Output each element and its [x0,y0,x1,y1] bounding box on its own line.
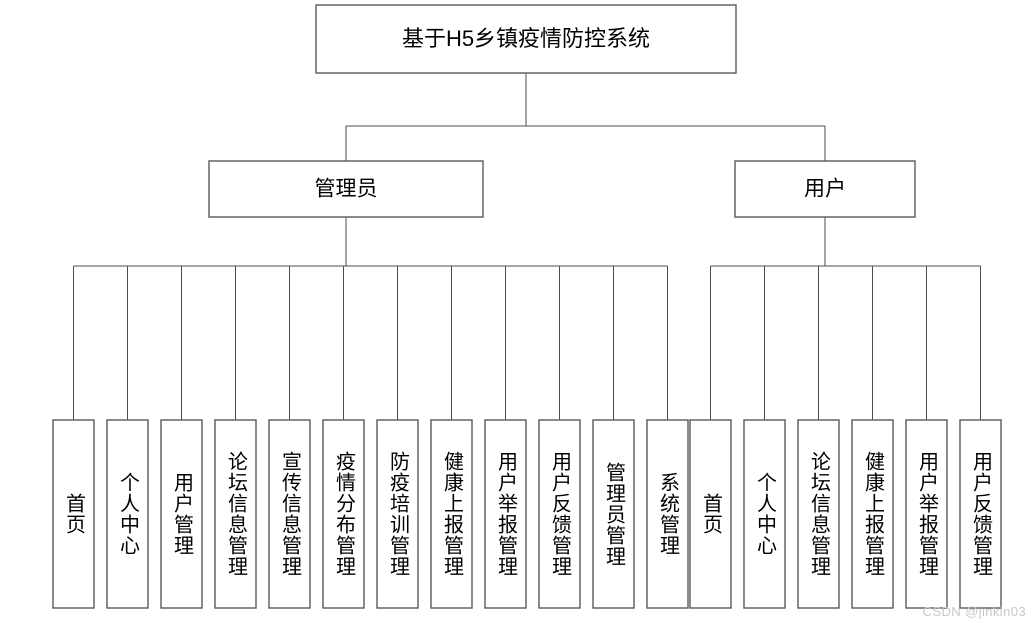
leaf-node-box-0-10[interactable] [592,419,635,609]
leaf-node-box-0-6[interactable] [376,419,419,609]
leaf-node-box-0-7[interactable] [430,419,473,609]
leaf-node-box-0-2[interactable] [160,419,203,609]
branch-node-box-0[interactable] [208,160,484,218]
branch-node-box-1[interactable] [734,160,916,218]
leaf-node-box-1-1[interactable] [743,419,786,609]
leaf-node-box-1-0[interactable] [689,419,732,609]
leaf-node-box-0-4[interactable] [268,419,311,609]
leaf-node-box-1-5[interactable] [959,419,1002,609]
leaf-node-box-0-5[interactable] [322,419,365,609]
leaf-node-box-0-0[interactable] [52,419,95,609]
branch-node-label-0: 管理员 [315,178,378,201]
root-node-box[interactable] [315,4,737,74]
leaf-node-box-0-1[interactable] [106,419,149,609]
leaf-node-box-0-3[interactable] [214,419,257,609]
leaf-node-box-0-9[interactable] [538,419,581,609]
node-boxes [52,4,1002,609]
root-node-label: 基于H5乡镇疫情防控系统 [402,26,650,51]
leaf-node-box-1-2[interactable] [797,419,840,609]
leaf-node-box-0-8[interactable] [484,419,527,609]
leaf-node-box-1-3[interactable] [851,419,894,609]
branch-node-label-1: 用户 [804,178,846,201]
leaf-node-box-1-4[interactable] [905,419,948,609]
leaf-node-box-0-11[interactable] [646,419,689,609]
watermark-text: CSDN @jinkin03 [922,604,1026,619]
connector-lines [72,73,982,420]
